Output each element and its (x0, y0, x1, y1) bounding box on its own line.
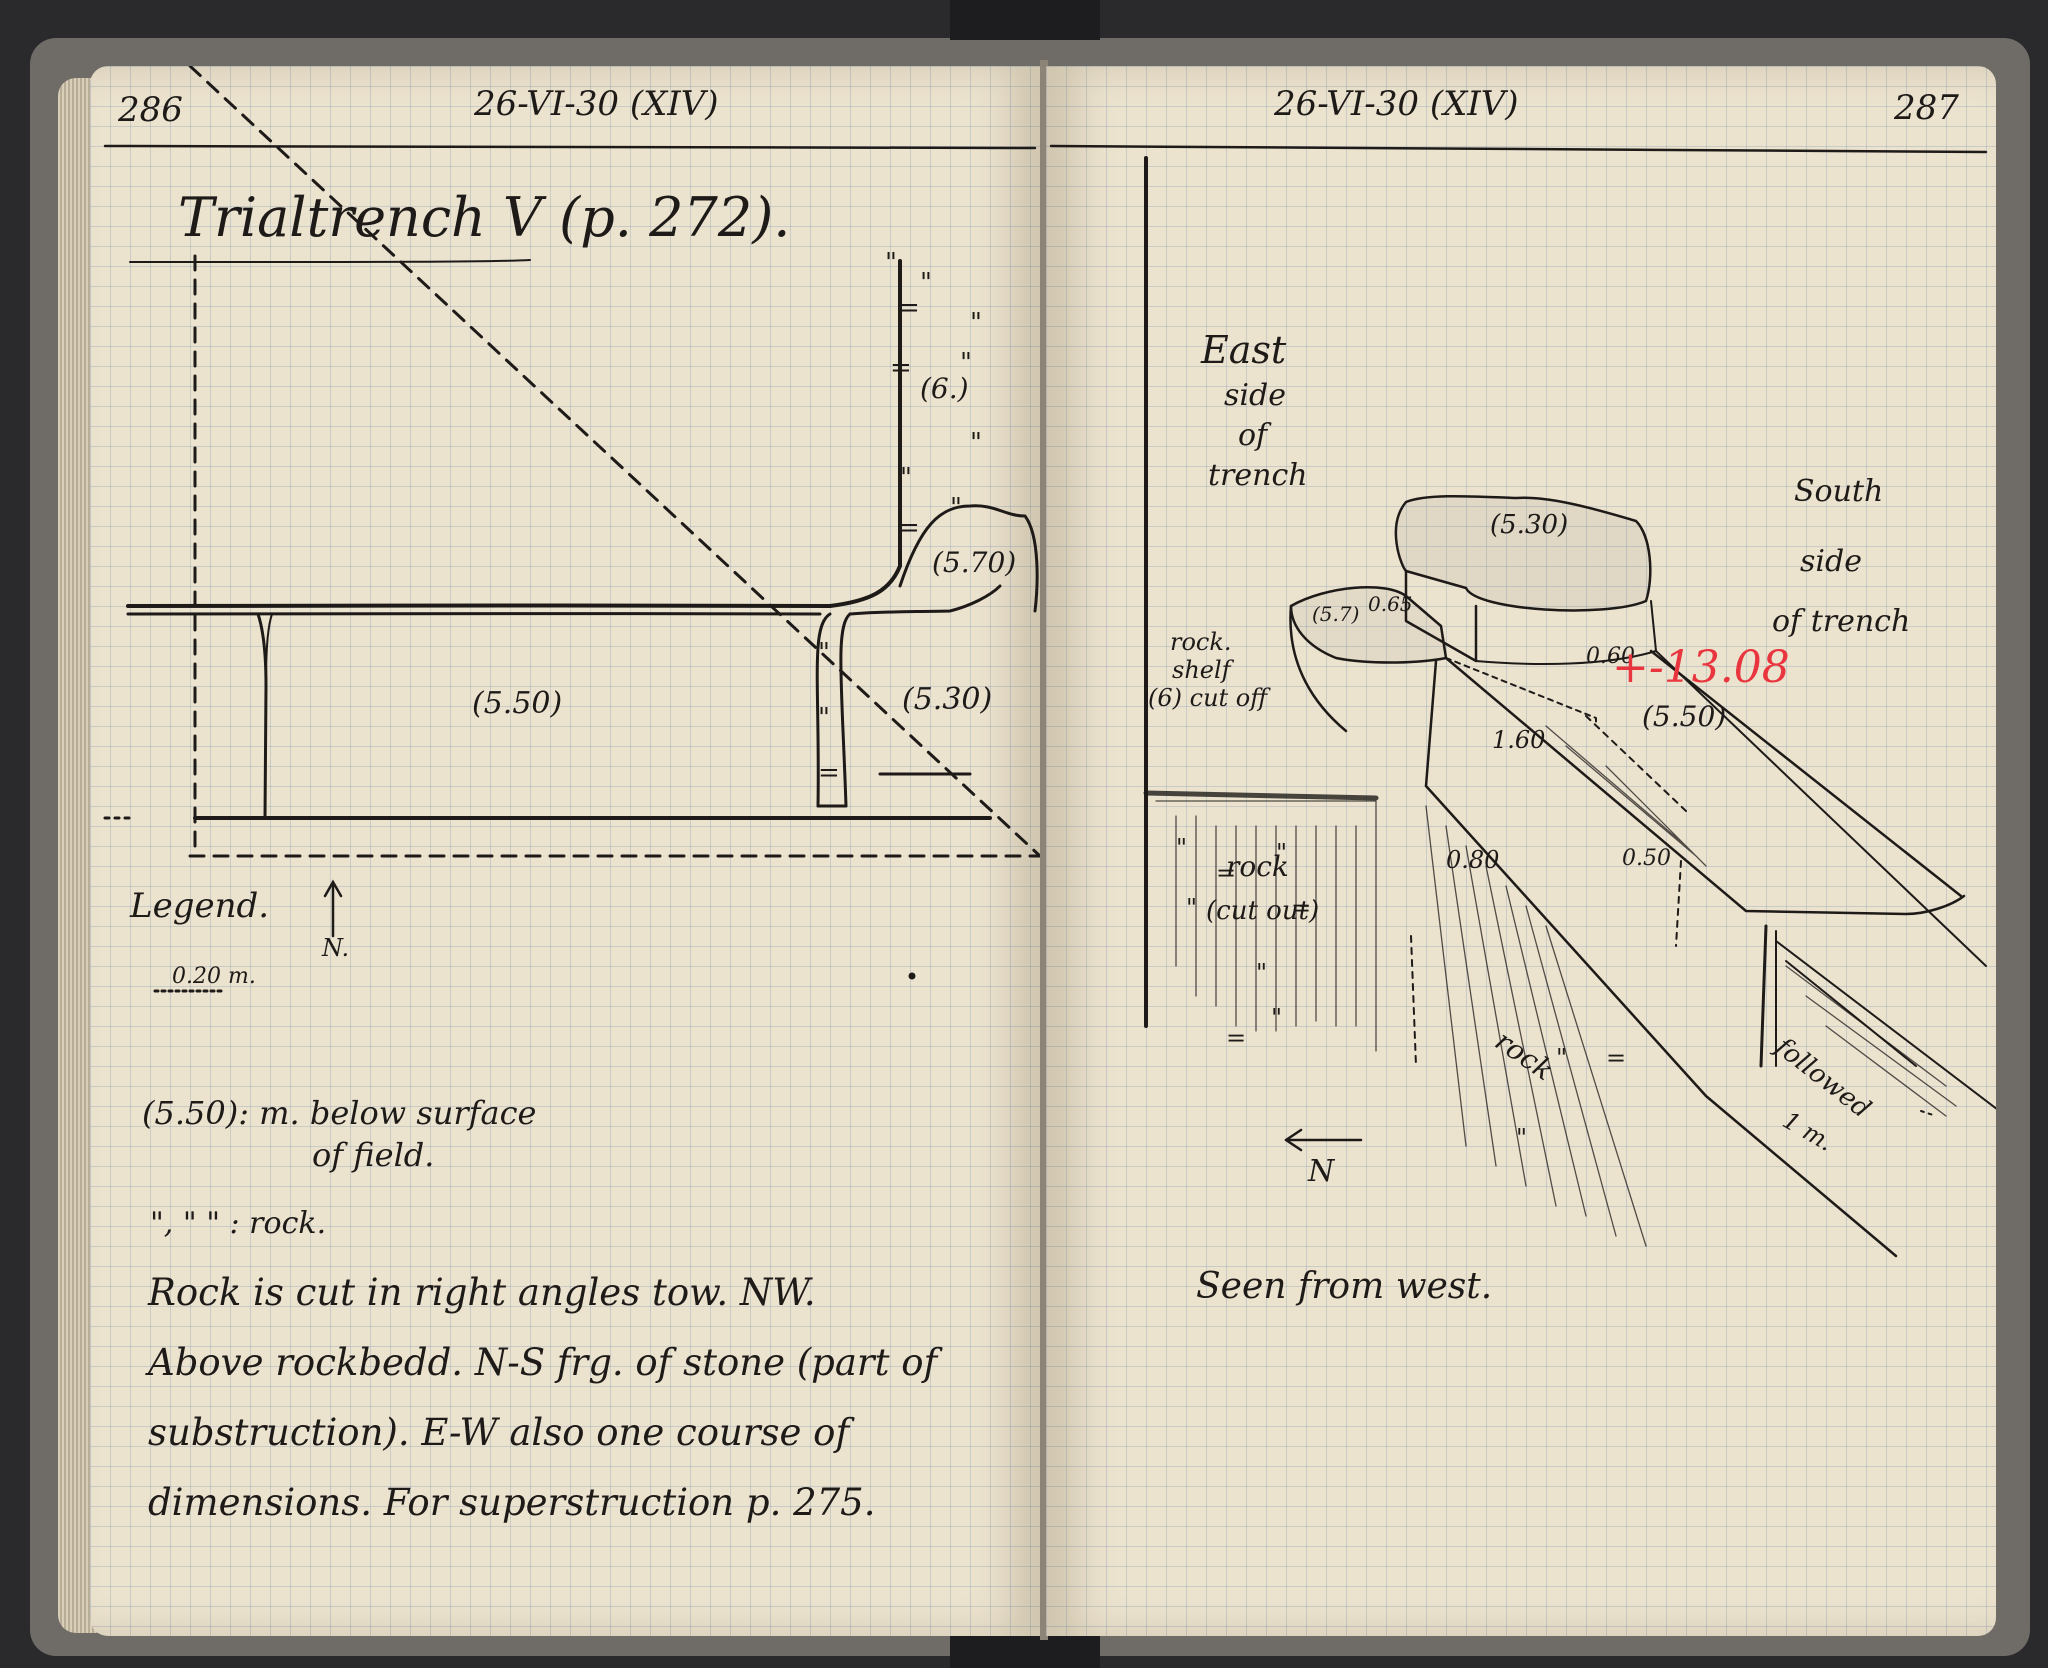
note-line: substruction). E-W also one course of (148, 1411, 850, 1454)
svg-text:": " (885, 248, 897, 278)
svg-text:": " (900, 463, 912, 493)
sketch-label: side (1800, 544, 1862, 579)
svg-text:": " (1516, 1124, 1527, 1152)
right-perspective-sketch: "=" "== ""= "" (1049, 144, 1996, 1258)
sketch-label: side (1224, 378, 1286, 413)
sketch-label: trench (1208, 458, 1308, 493)
rock-wall-east (828, 259, 902, 608)
measurement-label: 0.65 (1368, 592, 1413, 616)
svg-text:=: = (1606, 1044, 1626, 1072)
svg-text:": " (1256, 959, 1267, 987)
sketch-label: (cut out) (1206, 896, 1320, 926)
sketch-label: South (1794, 474, 1884, 509)
rock-cut-line (126, 603, 832, 608)
svg-text:": " (1271, 1004, 1282, 1032)
svg-text:": " (920, 268, 932, 298)
svg-text:=: = (1226, 1024, 1246, 1052)
left-page: ""= ""= """ ="" = 286 26-VI-30 (XIV) Tri… (90, 66, 1042, 1636)
legend-depth-note: (5.50): m. below surface (142, 1094, 537, 1132)
legend-heading: Legend. (130, 886, 270, 926)
svg-text:": " (818, 638, 830, 668)
measurement-label: 0.80 (1446, 846, 1500, 874)
sketch-label: of (1238, 418, 1268, 453)
depth-label: (6.) (920, 372, 969, 405)
measurement-label: 1.60 (1492, 726, 1546, 754)
title-underline (129, 259, 531, 263)
north-label: N (1308, 1154, 1335, 1189)
depth-label: (5.50) (472, 686, 563, 721)
small-stone-block (1289, 586, 1448, 664)
page-number: 286 (118, 90, 183, 130)
svg-text:": " (970, 308, 982, 338)
sketch-caption: Seen from west. (1196, 1266, 1493, 1307)
page-date: 26-VI-30 (XIV) (1274, 84, 1519, 124)
note-line: Rock is cut in right angles tow. NW. (148, 1271, 816, 1314)
sketch-label: East (1201, 328, 1287, 372)
legend-rock-note: ", " " : rock. (150, 1206, 327, 1241)
svg-text:=: = (818, 758, 840, 788)
svg-text:=: = (898, 513, 920, 543)
sketch-label: shelf (1172, 656, 1231, 684)
notebook-spine (1040, 60, 1048, 1640)
header-rule (1049, 144, 1988, 154)
note-line: dimensions. For superstruction p. 275. (148, 1481, 876, 1524)
svg-text:": " (1276, 839, 1287, 867)
rock-wall-edge (1424, 784, 1898, 1258)
svg-text:": " (960, 348, 972, 378)
svg-text:": " (1176, 834, 1187, 862)
depth-label: (5.30) (902, 682, 993, 717)
measurement-label: 0.60 (1586, 644, 1635, 669)
header-rule (103, 144, 1037, 150)
legend-depth-note: of field. (312, 1136, 435, 1174)
page-date: 26-VI-30 (XIV) (474, 84, 719, 124)
red-elevation-stamp: +-13.08 (1612, 642, 1790, 693)
page-title: Trialtrench V (p. 272). (178, 186, 791, 249)
legend-north-label: N. (322, 934, 350, 962)
svg-text:=: = (1216, 859, 1236, 887)
svg-text:": " (818, 703, 830, 733)
depth-label: (5.50) (1642, 700, 1727, 733)
right-page: "=" "== ""= "" 26-VI-30 (XIV) 287 East s… (1046, 66, 1996, 1636)
svg-text:": " (1186, 894, 1197, 922)
raised-block (898, 504, 1039, 613)
svg-text:": " (950, 493, 962, 523)
page-number: 287 (1894, 88, 1959, 128)
note-line: Above rockbedd. N-S frg. of stone (part … (148, 1341, 938, 1384)
svg-text:=: = (890, 353, 912, 383)
binding-top (950, 0, 1100, 40)
depth-label: (5.7) (1312, 602, 1360, 626)
depth-label: (5.30) (1490, 510, 1569, 540)
depth-label: (5.70) (932, 546, 1017, 579)
sketch-label: rock. (1170, 628, 1232, 656)
svg-text:=: = (1291, 894, 1311, 922)
svg-text:": " (1556, 1044, 1567, 1072)
svg-text:=: = (898, 293, 920, 323)
sketch-label: of trench (1772, 604, 1911, 639)
left-plan-sketch: ""= ""= """ ="" = (103, 66, 1042, 993)
legend-scale: 0.20 m. (172, 964, 256, 989)
sketch-label: (6) cut off (1148, 684, 1268, 712)
svg-text:": " (970, 428, 982, 458)
measurement-label: 0.50 (1622, 846, 1671, 871)
sketch-label: rock (1226, 850, 1289, 883)
